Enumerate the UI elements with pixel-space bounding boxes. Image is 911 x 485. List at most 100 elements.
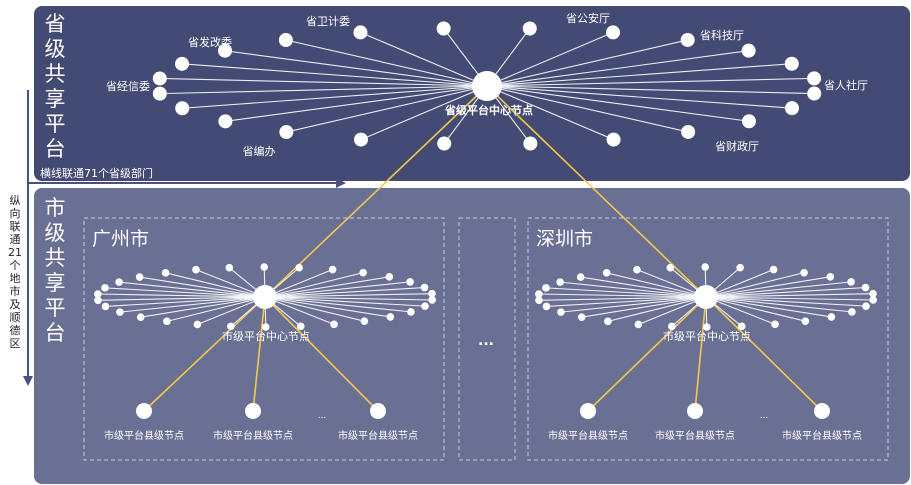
shenzhen-spoke xyxy=(636,269,707,298)
guangzhou-spoke xyxy=(140,296,266,318)
guangzhou-county-link xyxy=(264,296,379,412)
provincial-spoke xyxy=(486,77,815,87)
provincial-spoke xyxy=(286,85,488,133)
shenzhen-dept-node xyxy=(769,265,778,274)
shenzhen-dept-node xyxy=(602,269,611,277)
shenzhen-dept-node xyxy=(827,313,836,321)
provincial-dept-node xyxy=(218,114,233,129)
department-label: 省编办 xyxy=(243,144,276,158)
provincial-center-node xyxy=(472,71,502,101)
provincial-dept-node xyxy=(522,21,537,36)
guangzhou-county-label: 市级平台县级节点 xyxy=(104,429,184,442)
guangzhou-dept-node xyxy=(295,263,303,272)
provincial-dept-node xyxy=(681,124,696,139)
shenzhen-dept-node xyxy=(633,265,641,274)
shenzhen-dept-node xyxy=(800,268,808,277)
shenzhen-spoke xyxy=(705,276,831,298)
department-label: 省人社厅 xyxy=(824,78,868,92)
guangzhou-spoke xyxy=(264,296,335,325)
link-layer xyxy=(143,85,823,412)
shenzhen-spoke xyxy=(705,296,874,301)
provincial-dept-node xyxy=(741,114,756,129)
guangzhou-spoke xyxy=(139,276,266,298)
guangzhou-dept-node xyxy=(225,263,234,272)
shenzhen-spoke xyxy=(560,281,707,298)
node-layer xyxy=(94,21,877,419)
guangzhou-dept-node xyxy=(163,317,171,326)
shenzhen-dept-node xyxy=(848,308,856,316)
guangzhou-spoke xyxy=(166,296,266,322)
shenzhen-dept-node xyxy=(847,278,855,286)
shenzhen-spoke xyxy=(705,287,866,298)
guangzhou-dept-node xyxy=(135,273,144,281)
guangzhou-dept-node xyxy=(94,296,102,305)
guangzhou-dept-node xyxy=(428,289,436,298)
guangzhou-county-ellipsis: ... xyxy=(318,411,327,421)
guangzhou-dept-node xyxy=(192,265,200,274)
provincial-dept-node xyxy=(353,25,368,40)
provincial-dept-node xyxy=(807,86,822,101)
provincial-center-label: 省级平台中心节点 xyxy=(444,103,533,117)
guangzhou-dept-node xyxy=(227,322,235,331)
shenzhen-dept-node xyxy=(736,263,744,272)
guangzhou-spoke xyxy=(97,293,266,298)
provincial-spoke xyxy=(486,85,614,141)
guangzhou-county-node xyxy=(136,403,152,419)
guangzhou-dept-node xyxy=(115,278,123,286)
provincial-spoke xyxy=(360,85,488,141)
shenzhen-spoke xyxy=(545,287,707,298)
guangzhou-dept-node xyxy=(328,265,337,274)
guangzhou-dept-node xyxy=(101,284,109,292)
shenzhen-spoke xyxy=(581,296,707,318)
provincial-spoke xyxy=(285,39,488,87)
guangzhou-spoke xyxy=(165,272,266,298)
shenzhen-spoke xyxy=(705,296,832,318)
shenzhen-dept-node xyxy=(556,278,564,286)
shenzhen-spoke xyxy=(705,272,805,298)
guangzhou-dept-node xyxy=(296,322,305,331)
guangzhou-county-label: 市级平台县级节点 xyxy=(338,429,418,442)
shenzhen-spoke xyxy=(705,296,776,325)
shenzhen-spoke xyxy=(705,293,874,298)
shenzhen-spoke xyxy=(606,272,707,298)
guangzhou-dept-node xyxy=(161,269,170,277)
shenzhen-center-node xyxy=(694,285,718,309)
shenzhen-dept-node xyxy=(801,317,810,325)
provincial-spoke xyxy=(486,85,750,122)
guangzhou-spoke xyxy=(264,281,411,298)
guangzhou-dept-node xyxy=(330,320,338,329)
shenzhen-dept-node xyxy=(862,302,870,310)
department-label: 省公安厅 xyxy=(566,11,610,25)
ellipsis-box xyxy=(458,217,516,461)
provincial-dept-node xyxy=(152,86,167,101)
guangzhou-spoke xyxy=(264,296,426,307)
provincial-spoke xyxy=(486,85,815,95)
shenzhen-center-label: 市级平台中心节点 xyxy=(663,329,751,343)
more-cities-ellipsis: ... xyxy=(478,333,494,349)
shenzhen-dept-node xyxy=(542,284,550,292)
shenzhen-dept-node xyxy=(826,273,835,281)
vertical-arrow-head xyxy=(23,376,33,386)
guangzhou-dept-node xyxy=(193,320,202,329)
shenzhen-spoke xyxy=(705,281,852,298)
shenzhen-dept-node xyxy=(634,320,643,329)
shenzhen-dept-node xyxy=(535,296,543,305)
horizontal-arrow-head xyxy=(336,178,346,188)
shenzhen-county-link xyxy=(705,296,823,412)
shenzhen-title: 深圳市 xyxy=(536,228,594,250)
provincial-dept-node xyxy=(680,32,695,47)
guangzhou-spoke xyxy=(264,296,391,318)
municipal-title: 市级共享平台 xyxy=(44,196,66,345)
provincial-dept-node xyxy=(175,101,190,116)
provincial-spoke xyxy=(182,85,488,109)
guangzhou-dept-node xyxy=(101,302,110,311)
guangzhou-spoke xyxy=(264,296,411,313)
guangzhou-county-link xyxy=(252,296,266,412)
provincial-spoke xyxy=(486,39,688,87)
provincial-spoke xyxy=(224,50,488,87)
shenzhen-dept-node xyxy=(542,302,551,311)
provincial-dept-node xyxy=(784,101,799,116)
provincial-dept-node xyxy=(437,136,452,151)
guangzhou-county-link xyxy=(143,296,266,412)
